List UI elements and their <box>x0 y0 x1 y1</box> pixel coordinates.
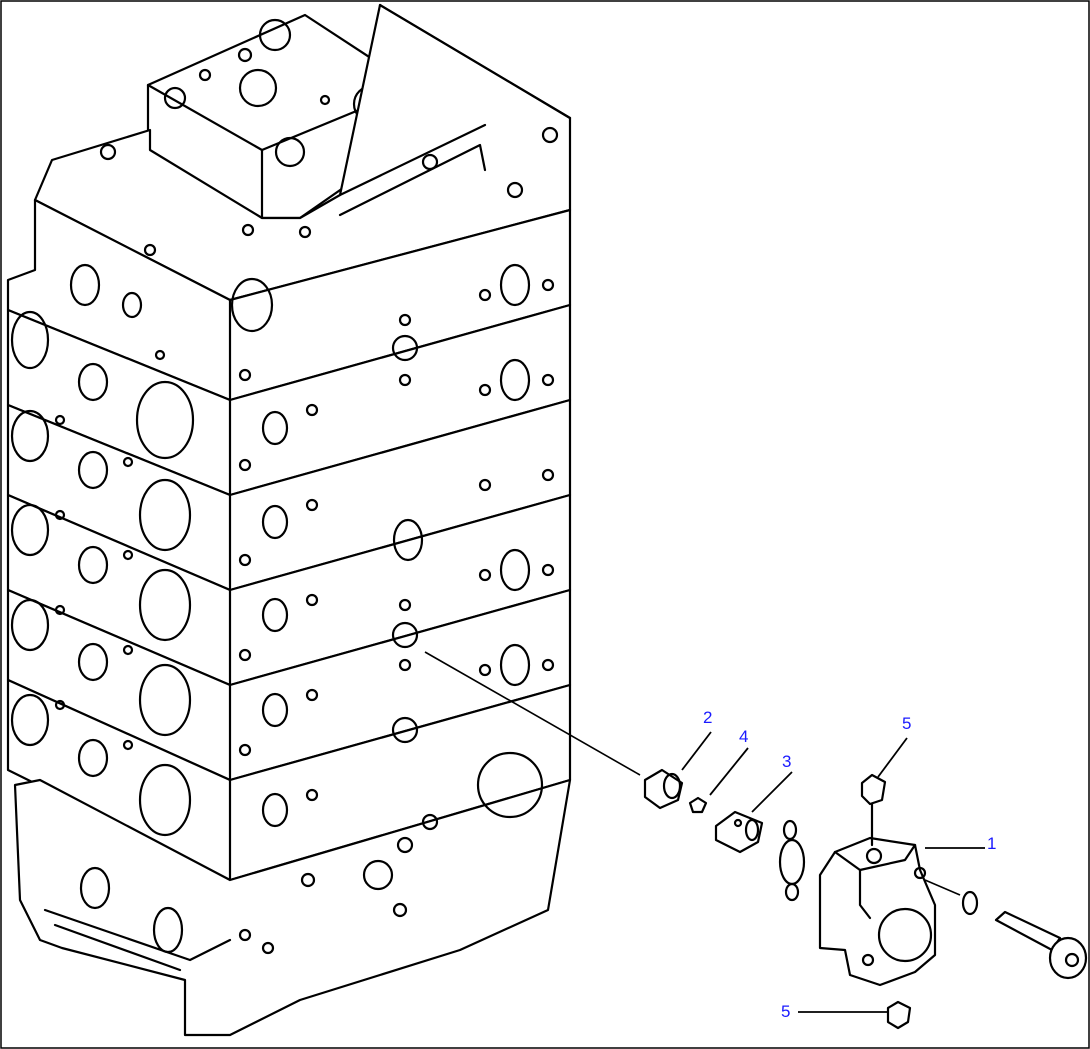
part-5-top-plug <box>860 773 887 847</box>
part-1-valve-body <box>818 836 937 987</box>
part-3-sleeve <box>714 810 764 854</box>
upper-housing <box>33 3 572 302</box>
callout-5-bottom: 5 <box>781 1002 790 1021</box>
right-face-ports <box>230 263 555 828</box>
part-5-bottom-plug <box>886 1000 912 1030</box>
washer <box>924 879 979 916</box>
part-4-ball <box>688 796 708 814</box>
valve-sections <box>6 198 572 882</box>
left-face-ports <box>10 263 195 837</box>
callout-2: 2 <box>703 708 712 727</box>
control-valve-block <box>6 3 572 1037</box>
assembly-centerline <box>424 651 641 776</box>
mounting-bolt <box>994 910 1088 980</box>
part-2-plug <box>643 768 684 810</box>
callout-3: 3 <box>782 752 791 771</box>
o-ring-group <box>778 819 806 902</box>
callout-4: 4 <box>739 727 748 746</box>
callout-1: 1 <box>987 834 996 853</box>
callout-5-top: 5 <box>902 714 911 733</box>
bottom-housing <box>13 751 572 1037</box>
callouts: 2 4 3 1 5 5 <box>681 708 996 1021</box>
